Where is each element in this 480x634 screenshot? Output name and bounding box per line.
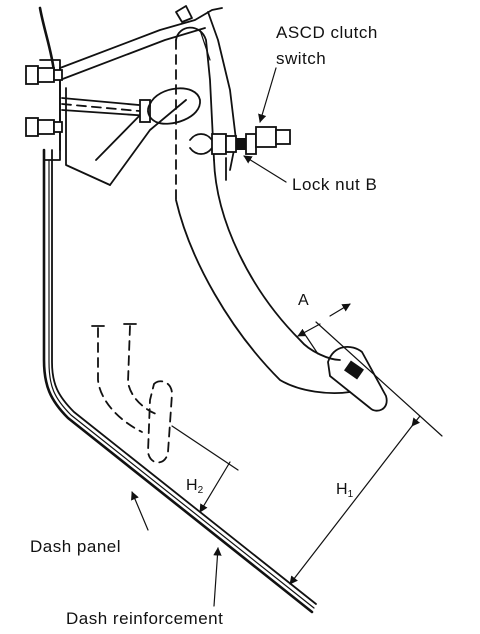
clutch-pedal-arm [147, 26, 351, 394]
leader-lines [131, 67, 287, 607]
ascd-label-line1: ASCD clutch [276, 23, 378, 42]
ascd-label-line2: switch [276, 49, 326, 68]
dimension-a-label: A [298, 292, 309, 309]
dimension-h1 [289, 415, 421, 585]
h2-label-sub: 2 [198, 485, 204, 496]
lock-nut-label: Lock nut B [292, 175, 377, 194]
pedal-bracket [39, 5, 237, 186]
pedal-pad [327, 346, 388, 412]
dimension-h2 [171, 425, 239, 513]
dash-panel-label: Dash panel [30, 537, 121, 556]
ascd-clutch-switch [189, 126, 291, 181]
h1-label-main: H [336, 481, 348, 498]
h1-label-sub: 1 [348, 489, 354, 500]
h2-label: H2 [186, 477, 204, 496]
released-pedal-outline [91, 323, 173, 464]
dash-reinforcement-label: Dash reinforcement [66, 609, 223, 628]
h1-label: H1 [336, 481, 354, 500]
mounting-bolts [25, 65, 151, 137]
dash-panel-structure [38, 6, 317, 614]
dimension-a [297, 303, 443, 437]
h2-label-main: H [186, 477, 198, 494]
